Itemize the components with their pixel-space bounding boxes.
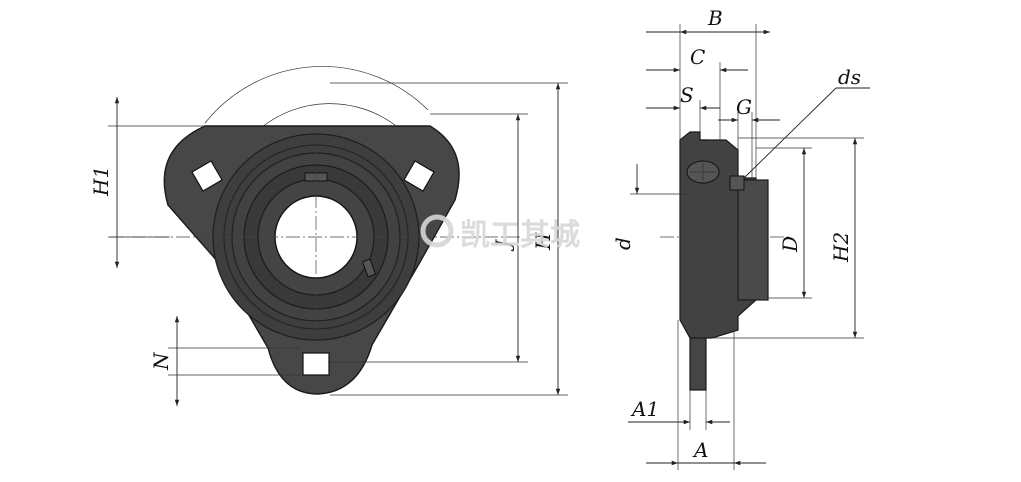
side-view: B C S G ds d D H2 <box>611 6 870 470</box>
set-screw-side <box>361 258 377 278</box>
label-a: A <box>692 438 708 462</box>
clearance-arc <box>204 66 429 124</box>
label-a1: A1 <box>630 397 659 421</box>
front-view: H1 N J H <box>89 66 568 406</box>
mounting-hole-left <box>191 160 223 192</box>
mounting-hole-right <box>403 160 435 192</box>
label-ds: ds <box>838 65 861 89</box>
watermark: 凯工其城 <box>420 214 580 253</box>
label-s: S <box>680 83 694 107</box>
label-h2: H2 <box>829 232 853 263</box>
mounting-hole-bottom <box>302 352 330 376</box>
label-h: H <box>531 232 555 251</box>
label-j: J <box>491 239 515 252</box>
inner-clearance-arc <box>261 103 396 128</box>
side-inner-ring <box>737 179 769 301</box>
label-h1: H1 <box>89 166 113 197</box>
ds-leader <box>743 87 870 179</box>
watermark-logo-icon <box>420 214 454 248</box>
watermark-text: 凯工其城 <box>460 218 580 253</box>
label-c: C <box>690 45 705 69</box>
side-set-screw <box>729 175 745 191</box>
label-n: N <box>149 351 173 371</box>
label-D: D <box>778 236 802 253</box>
label-g: G <box>736 95 752 119</box>
label-d: d <box>611 237 635 250</box>
label-b: B <box>707 6 723 30</box>
